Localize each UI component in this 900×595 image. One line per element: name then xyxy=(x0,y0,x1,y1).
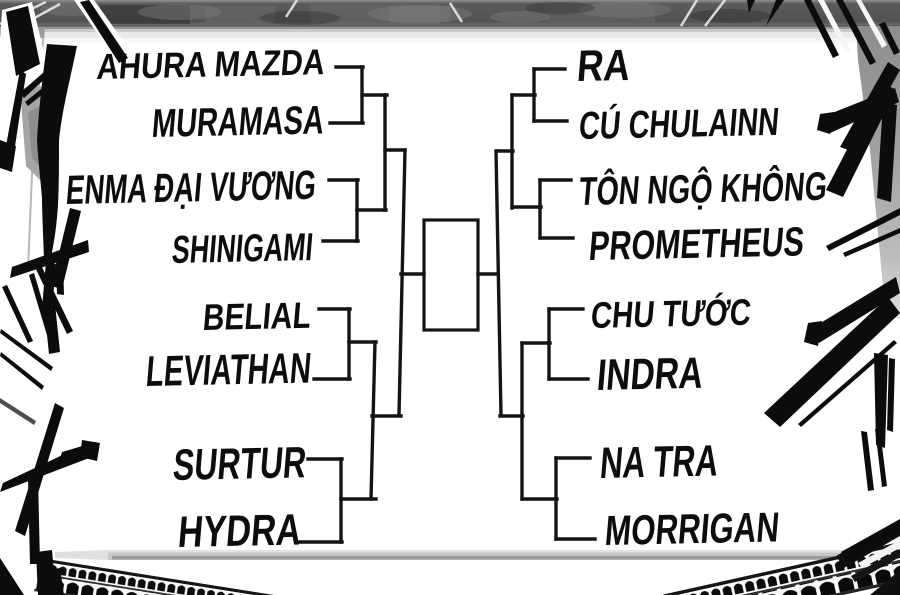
svg-text:BELIAL: BELIAL xyxy=(201,294,313,338)
svg-text:TÔN NGỘ KHÔNG: TÔN NGỘ KHÔNG xyxy=(577,163,829,214)
svg-text:HYDRA: HYDRA xyxy=(176,505,303,557)
svg-text:MURAMASA: MURAMASA xyxy=(150,98,326,146)
svg-text:ENMA ĐẠI VƯƠNG: ENMA ĐẠI VƯƠNG xyxy=(64,162,318,213)
svg-text:MORRIGAN: MORRIGAN xyxy=(603,503,781,554)
svg-text:AHURA MAZDA: AHURA MAZDA xyxy=(95,41,326,87)
svg-text:CÚ CHULAINN: CÚ CHULAINN xyxy=(577,100,781,148)
svg-text:CHU TƯỚC: CHU TƯỚC xyxy=(589,291,752,336)
svg-text:NA TRA: NA TRA xyxy=(598,437,720,488)
svg-text:PROMETHEUS: PROMETHEUS xyxy=(587,219,806,269)
svg-text:INDRA: INDRA xyxy=(595,349,705,400)
svg-text:SHINIGAMI: SHINIGAMI xyxy=(170,226,315,272)
svg-text:LEVIATHAN: LEVIATHAN xyxy=(144,345,313,396)
svg-text:RA: RA xyxy=(575,41,632,91)
svg-text:SURTUR: SURTUR xyxy=(171,438,308,490)
